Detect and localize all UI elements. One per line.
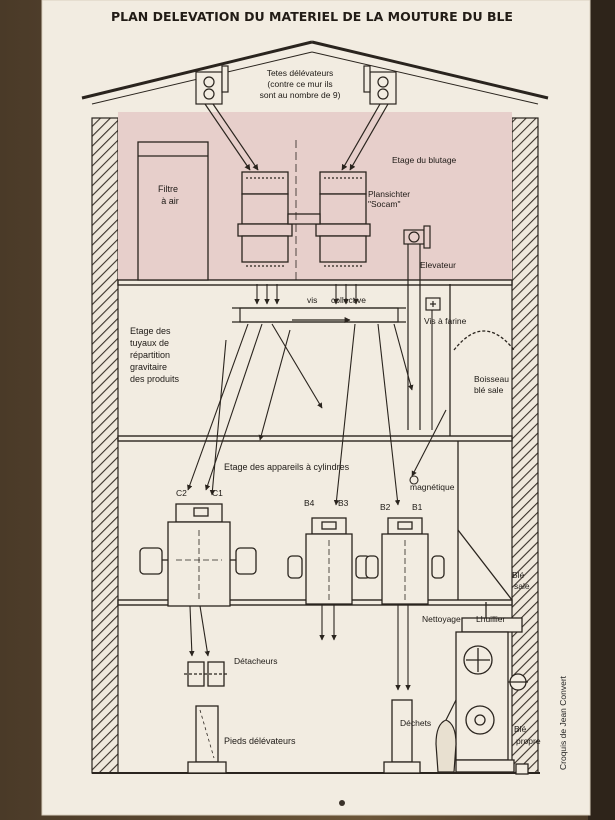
- distribution-floor-label: Etage des tuyaux de répartition gravitai…: [130, 326, 180, 384]
- collective-screw: [232, 307, 406, 323]
- author-credit: Croquis de Jean Convert: [558, 675, 568, 770]
- pin-hole: [339, 800, 345, 806]
- air-filter: [137, 141, 209, 281]
- magnetic-separator: [409, 475, 419, 485]
- bolting-floor-label: Etage du blutage: [392, 155, 457, 165]
- bin-label-1: Boisseau: [474, 374, 509, 384]
- left-wall: [91, 117, 119, 774]
- clean-wheat-label-1: Blé: [514, 724, 527, 734]
- plan-title: PLAN DELEVATION DU MATERIEL DE LA MOUTUR…: [111, 9, 513, 24]
- screw-label-1: vis: [307, 295, 317, 305]
- wall-shadow: [588, 0, 615, 820]
- roof: [81, 40, 549, 105]
- roller-mill-c: [139, 503, 257, 607]
- svg-text:des produits: des produits: [130, 374, 180, 384]
- mill-c1-label: C1: [212, 488, 223, 498]
- waste-label: Déchets: [400, 718, 431, 728]
- dirty-wheat-hopper: [457, 441, 513, 601]
- plansichter-label-2: "Socam": [368, 199, 401, 209]
- mill-b1-label: B1: [412, 502, 423, 512]
- filter-label-2: à air: [161, 196, 179, 206]
- clean-wheat-label-2: propre: [516, 736, 541, 746]
- down-arrows-top: [254, 284, 359, 305]
- svg-text:répartition: répartition: [130, 350, 170, 360]
- elevator-foot-left: [187, 705, 227, 774]
- detachers: [184, 661, 228, 687]
- elevator-feet-label: Pieds délévateurs: [224, 736, 296, 746]
- cylinders-floor-label: Etage des appareils à cylindres: [224, 462, 350, 472]
- mill-b3-label: B3: [338, 498, 349, 508]
- elevator-heads-note: Tetes délévateurs (contre ce mur ils son…: [260, 68, 341, 100]
- svg-text:tuyaux de: tuyaux de: [130, 338, 169, 348]
- svg-text:sont au nombre de 9): sont au nombre de 9): [260, 90, 341, 100]
- elevator-foot-right: [383, 699, 421, 774]
- lhuillier-label: Lhuillier: [476, 614, 505, 624]
- gravity-pipes: [187, 310, 447, 506]
- elevator: [403, 225, 431, 430]
- svg-text:(contre ce mur ils: (contre ce mur ils: [267, 79, 332, 89]
- filter-label-1: Filtre: [158, 184, 178, 194]
- wheat-bin: [449, 284, 515, 436]
- cleaning-label: Nettoyage: [422, 614, 461, 624]
- roller-mill-b2-b1: [365, 517, 445, 605]
- plansichter: [237, 140, 371, 280]
- waste-sack: [435, 699, 457, 773]
- mill-b4-label: B4: [304, 498, 315, 508]
- roller-mill-b4-b3: [287, 517, 371, 605]
- elevator-label: Elevateur: [420, 260, 456, 270]
- cleaning-machine: [455, 602, 529, 775]
- elevator-head-left: [195, 65, 229, 105]
- bin-label-2: blé sale: [474, 385, 504, 395]
- mill-c2-label: C2: [176, 488, 187, 498]
- dirty-wheat-label-1: Blé: [512, 570, 525, 580]
- magnetic-label: magnétique: [410, 482, 455, 492]
- right-wall: [511, 117, 539, 774]
- mill-b2-label: B2: [380, 502, 391, 512]
- detachers-label: Détacheurs: [234, 656, 277, 666]
- feed-lines: [204, 103, 389, 171]
- flour-screw: [425, 297, 441, 311]
- svg-text:Tetes délévateurs: Tetes délévateurs: [267, 68, 334, 78]
- flour-screw-label: Vis à farine: [424, 316, 467, 326]
- plansichter-label-1: Plansichter: [368, 189, 410, 199]
- svg-text:Etage des: Etage des: [130, 326, 171, 336]
- down-arrows-mid: [189, 604, 411, 691]
- svg-text:gravitaire: gravitaire: [130, 362, 167, 372]
- elevator-head-right: [363, 65, 397, 105]
- dirty-wheat-label-2: sale: [514, 581, 530, 591]
